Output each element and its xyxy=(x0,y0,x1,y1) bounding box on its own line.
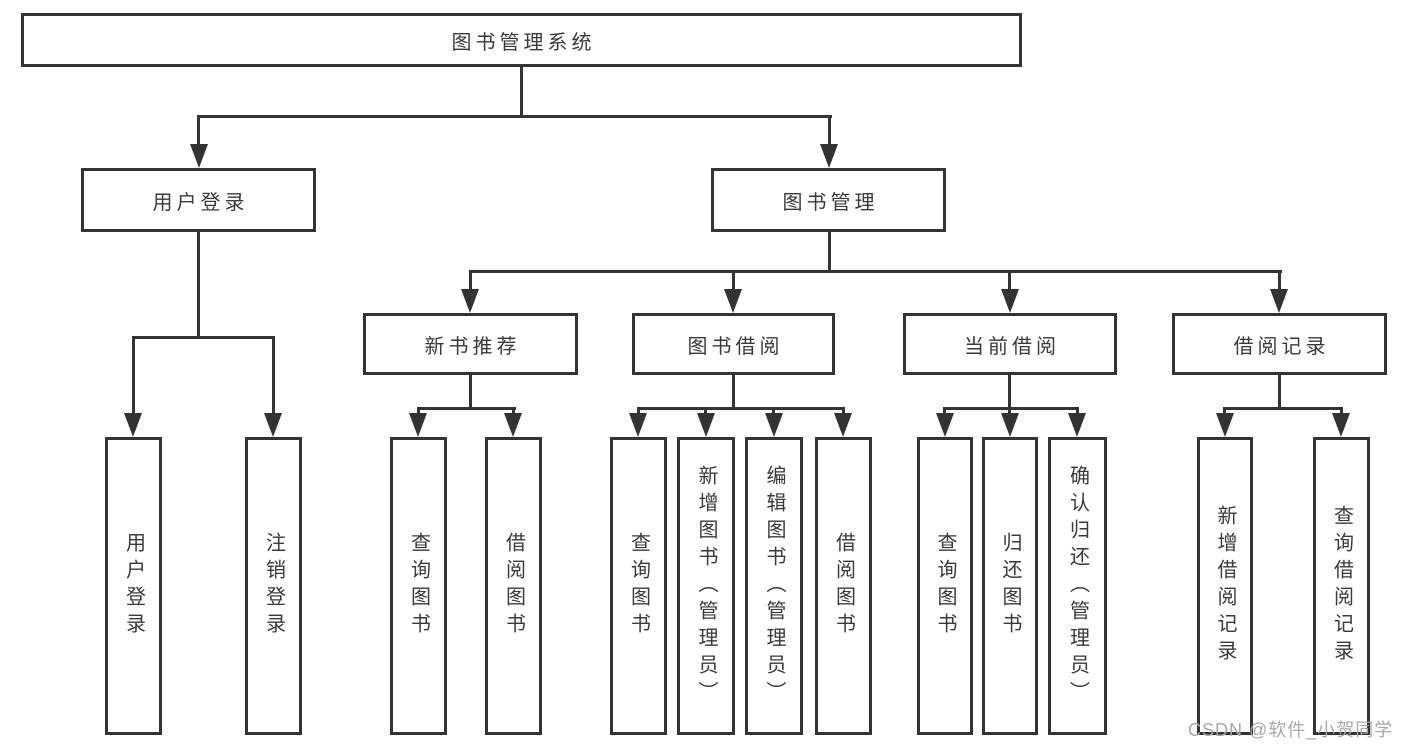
arrowhead-icon xyxy=(504,413,522,437)
connector-line xyxy=(469,270,1282,273)
connector-line xyxy=(828,232,831,270)
node-leaf-query-borrow-record: 查询借阅记录 xyxy=(1313,437,1370,735)
arrowhead-icon xyxy=(936,413,954,437)
connector-line xyxy=(637,407,640,415)
node-leaf-borrow-books-1: 借阅图书 xyxy=(485,437,542,735)
connector-line xyxy=(197,115,200,146)
connector-line xyxy=(417,407,516,410)
node-leaf-add-books-admin: 新增图书（管理员） xyxy=(677,437,735,735)
connector-line xyxy=(1223,407,1226,415)
connector-line xyxy=(842,407,845,415)
node-leaf-query-books-1: 查询图书 xyxy=(390,437,447,735)
connector-line xyxy=(272,336,275,415)
connector-line xyxy=(1223,407,1343,410)
connector-line xyxy=(732,375,735,407)
node-leaf-label: 归还图书 xyxy=(999,532,1021,640)
arrowhead-icon xyxy=(461,289,479,313)
arrowhead-icon xyxy=(629,413,647,437)
arrowhead-icon xyxy=(264,413,282,437)
connector-line xyxy=(1278,270,1281,291)
arrowhead-icon xyxy=(1068,413,1086,437)
connector-line xyxy=(772,407,775,415)
node-system-root: 图书管理系统 xyxy=(21,13,1022,67)
node-user-login: 用户登录 xyxy=(81,168,316,232)
connector-line xyxy=(469,270,472,291)
node-new-book-recommend: 新书推荐 xyxy=(363,313,578,375)
connector-line xyxy=(132,336,275,339)
csdn-watermark: CSDN @软件_小贺同学 xyxy=(1188,720,1394,740)
connector-line xyxy=(1076,407,1079,415)
connector-line xyxy=(943,407,946,415)
connector-line xyxy=(732,270,735,291)
arrowhead-icon xyxy=(1001,413,1019,437)
node-leaf-label: 查询借阅记录 xyxy=(1330,505,1353,667)
connector-line xyxy=(1278,375,1281,407)
node-leaf-add-borrow-record: 新增借阅记录 xyxy=(1197,437,1253,735)
node-leaf-query-books-2: 查询图书 xyxy=(610,437,667,735)
node-leaf-label: 借阅图书 xyxy=(502,532,525,640)
arrowhead-icon xyxy=(765,413,783,437)
node-current-borrowing: 当前借阅 xyxy=(903,313,1117,375)
arrowhead-icon xyxy=(409,413,427,437)
node-book-borrowing: 图书借阅 xyxy=(632,313,835,375)
node-leaf-logout: 注销登录 xyxy=(245,437,302,735)
connector-line xyxy=(417,407,420,415)
connector-line xyxy=(637,407,845,410)
connector-line xyxy=(520,67,523,115)
node-leaf-label: 查询图书 xyxy=(407,532,430,640)
node-leaf-query-books-3: 查询图书 xyxy=(917,437,973,735)
connector-line xyxy=(197,232,200,336)
node-leaf-label: 查询图书 xyxy=(934,532,956,640)
arrowhead-icon xyxy=(190,144,208,168)
node-leaf-label: 注销登录 xyxy=(262,532,285,640)
node-leaf-confirm-return-admin: 确认归还（管理员） xyxy=(1048,437,1107,735)
connector-line xyxy=(1008,270,1011,291)
node-leaf-edit-books-admin: 编辑图书（管理员） xyxy=(745,437,803,735)
arrowhead-icon xyxy=(834,413,852,437)
connector-line xyxy=(132,336,135,415)
connector-line xyxy=(1008,375,1011,407)
node-leaf-label: 新增图书（管理员） xyxy=(695,464,717,708)
node-leaf-label: 确认归还（管理员） xyxy=(1066,464,1089,708)
node-leaf-label: 新增借阅记录 xyxy=(1214,505,1236,667)
node-leaf-label: 用户登录 xyxy=(122,532,145,640)
node-leaf-label: 查询图书 xyxy=(627,532,650,640)
connector-line xyxy=(469,375,472,407)
connector-line xyxy=(512,407,515,415)
node-leaf-user-login: 用户登录 xyxy=(105,437,162,735)
connector-line xyxy=(943,407,1079,410)
arrowhead-icon xyxy=(1001,289,1019,313)
connector-line xyxy=(1008,407,1011,415)
arrowhead-icon xyxy=(820,144,838,168)
connector-line xyxy=(828,115,831,146)
node-borrow-records: 借阅记录 xyxy=(1172,313,1387,375)
connector-line xyxy=(1340,407,1343,415)
arrowhead-icon xyxy=(124,413,142,437)
arrowhead-icon xyxy=(1270,289,1288,313)
node-leaf-borrow-books-2: 借阅图书 xyxy=(815,437,872,735)
node-book-management: 图书管理 xyxy=(711,168,946,232)
node-leaf-label: 编辑图书（管理员） xyxy=(763,464,785,708)
connector-line xyxy=(197,115,832,118)
node-leaf-return-books: 归还图书 xyxy=(982,437,1038,735)
arrowhead-icon xyxy=(1332,413,1350,437)
arrowhead-icon xyxy=(697,413,715,437)
node-leaf-label: 借阅图书 xyxy=(832,532,855,640)
arrowhead-icon xyxy=(724,289,742,313)
connector-line xyxy=(704,407,707,415)
arrowhead-icon xyxy=(1216,413,1234,437)
